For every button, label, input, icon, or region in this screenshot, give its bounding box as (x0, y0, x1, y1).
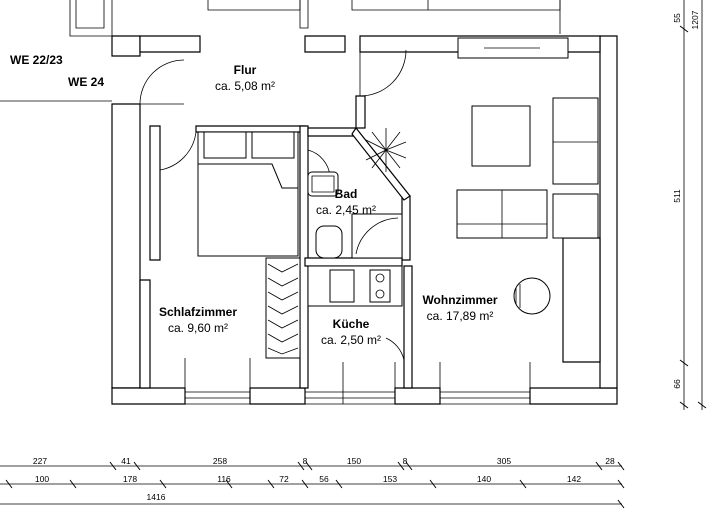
living-furniture (456, 37, 599, 315)
kitchen-fixtures (307, 265, 403, 307)
dim-label: 8 (303, 456, 308, 466)
room-area-flur: ca. 5,08 m² (215, 79, 275, 93)
dim-label-vertical: 55 (672, 13, 682, 23)
dim-label: 28 (605, 456, 615, 466)
dim-label: 72 (279, 474, 289, 484)
unit-label-we-24: WE 24 (68, 75, 104, 89)
dim-label-vertical: 511 (672, 189, 682, 203)
wardrobe (265, 257, 301, 359)
dim-label: 178 (123, 474, 137, 484)
bathroom-fixtures (307, 171, 403, 259)
dimension-lines-vertical: 55 511 66 1207 (672, 0, 707, 410)
dim-label: 142 (567, 474, 581, 484)
dim-label: 1416 (147, 492, 166, 502)
unit-label-we-22-23: WE 22/23 (10, 53, 63, 67)
dim-label: 153 (383, 474, 397, 484)
doors (139, 49, 407, 361)
dim-label: 100 (35, 474, 49, 484)
dim-label: 56 (319, 474, 329, 484)
dim-label-vertical: 1207 (690, 10, 700, 29)
dim-label: 305 (497, 456, 511, 466)
dim-label: 258 (213, 456, 227, 466)
bed (197, 131, 299, 257)
dim-label: 227 (33, 456, 47, 466)
outer-walls (111, 35, 618, 405)
dim-label: 8 (403, 456, 408, 466)
dim-label: 41 (121, 456, 131, 466)
windows (184, 358, 531, 405)
room-name-flur: Flur (234, 63, 257, 77)
dimension-labels-row1: 227 41 258 8 150 8 305 28 (33, 456, 615, 466)
room-area-bad: ca. 2,45 m² (316, 203, 376, 217)
dim-label: 140 (477, 474, 491, 484)
room-area-kueche: ca. 2,50 m² (321, 333, 381, 347)
dim-label: 150 (347, 456, 361, 466)
room-name-schlafzimmer: Schlafzimmer (159, 305, 237, 319)
upper-walls (0, 0, 561, 102)
room-area-wohnzimmer: ca. 17,89 m² (427, 309, 494, 323)
room-name-wohnzimmer: Wohnzimmer (422, 293, 497, 307)
dimension-labels-row2: 100 178 116 72 56 153 140 142 (35, 474, 581, 484)
dimension-labels-row3: 1416 (147, 492, 166, 502)
interior-walls (139, 125, 601, 389)
dimension-lines-horizontal (0, 461, 625, 509)
room-area-schlafzimmer: ca. 9,60 m² (168, 321, 228, 335)
dim-label: 116 (217, 474, 231, 484)
plant (365, 128, 407, 172)
room-name-kueche: Küche (333, 317, 370, 331)
dim-label-vertical: 66 (672, 379, 682, 389)
room-name-bad: Bad (335, 187, 358, 201)
